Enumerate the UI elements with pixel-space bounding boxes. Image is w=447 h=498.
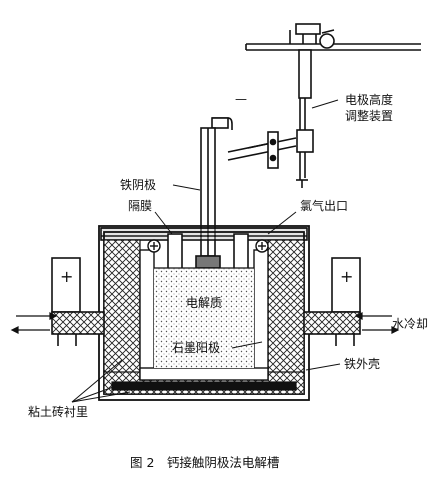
cathode-terminal bbox=[211, 117, 233, 130]
height-adjust-label-2: 调整装置 bbox=[345, 108, 393, 123]
graphite-anode-label: 石墨阳极 bbox=[172, 341, 220, 355]
height-adjustment-device bbox=[227, 23, 421, 188]
iron-cathode-rod bbox=[195, 127, 221, 269]
water-flow-arrows bbox=[10, 312, 400, 334]
plus-left: + bbox=[60, 267, 73, 286]
chlorine-vent-left bbox=[147, 239, 161, 253]
figure-caption: 图 2 钙接触阴极法电解槽 bbox=[130, 455, 279, 470]
electrolyte-region bbox=[154, 268, 254, 368]
electrolyte-label: 电解质 bbox=[186, 296, 222, 310]
left-anode-connector bbox=[51, 257, 105, 346]
chlorine-outlet-label: 氯气出口 bbox=[300, 198, 348, 213]
height-adjust-label-1: 电极高度 bbox=[345, 92, 393, 107]
iron-cathode-label: 铁阴极 bbox=[120, 178, 156, 192]
plus-right: + bbox=[340, 267, 353, 286]
right-anode-connector bbox=[303, 257, 361, 346]
chlorine-vent-right bbox=[255, 239, 269, 253]
brick-lining-leaders bbox=[71, 359, 131, 403]
water-cooling-label: 水冷却 bbox=[392, 317, 428, 331]
diaphragm-label: 隔膜 bbox=[128, 199, 152, 213]
iron-shell-label: 铁外壳 bbox=[344, 357, 380, 371]
minus-sign: — bbox=[235, 92, 247, 106]
clay-brick-lining-label: 粘土砖衬里 bbox=[28, 404, 88, 419]
